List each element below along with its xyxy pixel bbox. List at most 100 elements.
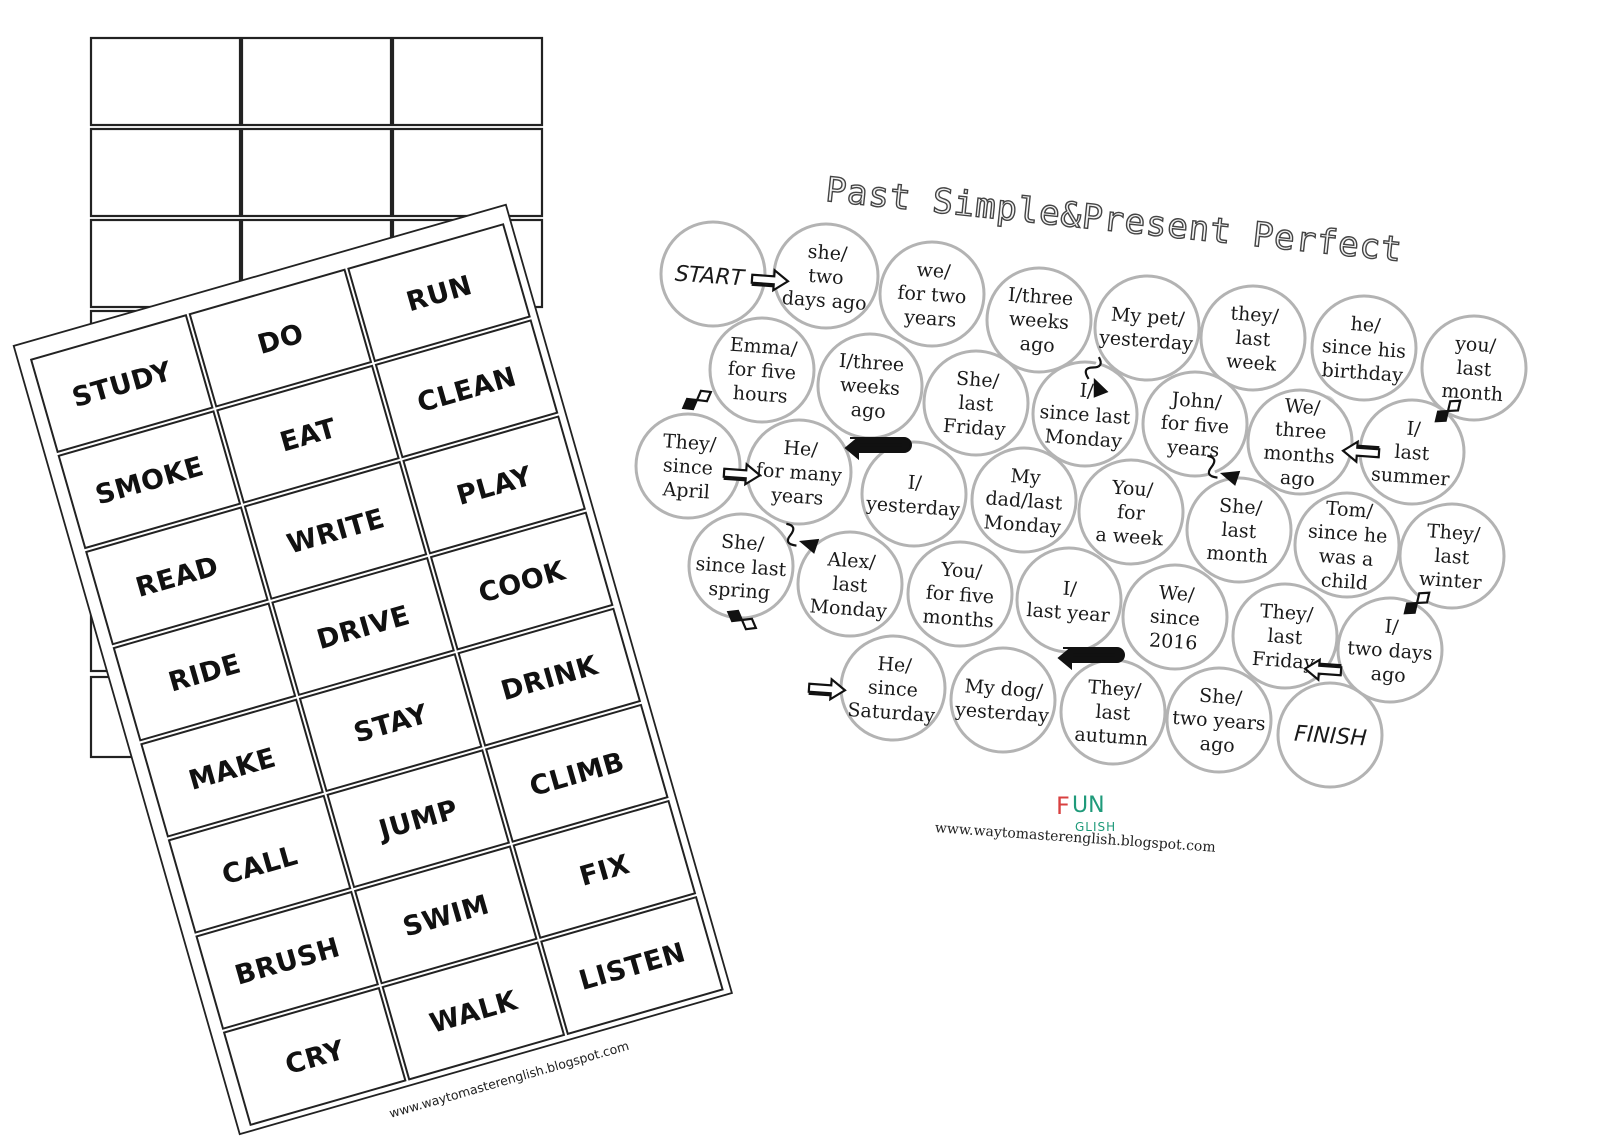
board-space-circle	[1293, 491, 1401, 599]
board-space-line: two	[808, 265, 845, 289]
logo-letter-f: F	[1056, 792, 1070, 820]
board-space: I/yesterday	[860, 440, 968, 548]
finish-space: FINISH	[1276, 681, 1384, 789]
verb-card-frame	[195, 890, 380, 1030]
board-space-line: since	[1149, 605, 1200, 630]
board-space-line: I/three	[1007, 284, 1074, 311]
finish-circle	[1276, 681, 1384, 789]
squiggle-arrow-icon	[1084, 356, 1109, 398]
u-turn-arrow-icon	[844, 437, 912, 461]
board-space-line: They/	[1087, 676, 1142, 702]
board-space-line: for	[1116, 501, 1146, 525]
verb-card: CLEAN	[374, 319, 559, 459]
verb-card-frame	[353, 845, 538, 985]
board-space-line: My pet/	[1110, 303, 1186, 330]
verb-card-grid: STUDYDORUNSMOKEEATCLEANREADWRITEPLAYRIDE…	[29, 223, 724, 1127]
start-space: START	[659, 220, 767, 328]
board-space-line: He/	[783, 437, 819, 461]
verb-card: RUN	[347, 223, 531, 363]
squiggle-path	[1084, 356, 1102, 380]
squiggle-head	[798, 538, 820, 554]
board-space-line: They/	[1426, 520, 1481, 546]
board-space-circle	[1398, 502, 1506, 610]
board-space: My dog/yesterday	[949, 646, 1057, 754]
board-space-circle	[1141, 370, 1249, 478]
verb-card: SWIM	[353, 845, 538, 985]
board-space-line: child	[1320, 569, 1369, 594]
board-space-line: winter	[1418, 568, 1483, 594]
board-space-line: you/	[1453, 333, 1497, 358]
verb-card-frame	[167, 794, 352, 934]
board-space-line: last	[1095, 701, 1132, 725]
arrow-shape	[807, 677, 847, 702]
board-space-circle	[985, 266, 1093, 374]
board-space-circle	[1199, 284, 1307, 392]
logo-letters-un: UN	[1072, 793, 1105, 818]
board-space-line: ago	[1370, 663, 1406, 687]
verb-card-frame	[188, 268, 373, 408]
board-space-line: We/	[1158, 582, 1196, 606]
u-turn-shape	[1057, 647, 1125, 671]
board-space-line: months	[1263, 442, 1336, 469]
board-space-line: weeks	[839, 374, 900, 400]
arrow-shape	[722, 462, 762, 487]
verb-card-frame	[381, 941, 566, 1081]
board-game-sheet: Past Simple&Present Perfect STARTFINISHs…	[634, 169, 1528, 856]
board-space-line: last	[1267, 625, 1304, 649]
board-space-line: He/	[877, 653, 913, 677]
board-space-line: I/	[1079, 380, 1095, 403]
board-space-line: week	[1225, 350, 1277, 375]
board-space-line: She/	[1218, 495, 1263, 520]
arrow-shadow	[751, 283, 774, 288]
board-space-circle	[860, 440, 968, 548]
diamond-light	[1415, 591, 1431, 605]
verb-card: DRINK	[457, 607, 642, 747]
blank-card-grid-row-2	[89, 127, 544, 218]
verb-card-frame	[216, 364, 400, 504]
board-space-line: I/three	[838, 350, 905, 377]
board-space-line: Alex/	[826, 548, 877, 573]
verb-card: BRUSH	[195, 890, 380, 1030]
board-space-circle	[1310, 294, 1418, 402]
board-space-circle	[708, 316, 816, 424]
finish-label: FINISH	[1293, 722, 1367, 752]
diamond-arrow-icon	[1434, 399, 1462, 423]
board-space-line: was a	[1318, 545, 1374, 571]
board-space-line: we/	[916, 259, 952, 283]
blank-card	[240, 127, 393, 218]
board-space-line: 2016	[1148, 629, 1198, 654]
board-space-line: She/	[720, 531, 765, 556]
start-label: START	[674, 262, 746, 292]
board-space-circle	[1231, 582, 1339, 690]
board-space-line: dad/last	[985, 487, 1064, 514]
board-space-line: for five	[1160, 412, 1230, 439]
board-space-circle	[1165, 666, 1273, 774]
arrow-shape	[750, 268, 790, 293]
board-space-line: ago	[1019, 333, 1055, 357]
verb-card: READ	[85, 506, 269, 646]
verb-card: DO	[188, 268, 373, 408]
verb-card: WALK	[381, 941, 566, 1081]
board-space-circle	[634, 412, 742, 520]
arrow-shadow	[1357, 444, 1380, 449]
verb-card-frame	[271, 556, 455, 697]
diamond-light	[1446, 399, 1462, 413]
verb-card: CALL	[167, 794, 352, 934]
board-space-line: hours	[732, 382, 788, 408]
board-space-line: John/	[1169, 388, 1223, 414]
board-space-line: I/	[1406, 418, 1422, 441]
verb-card: EAT	[216, 364, 400, 504]
board-space-line: Monday	[1044, 425, 1123, 452]
board-space-line: last	[832, 573, 869, 597]
board-space-circle	[1246, 388, 1354, 496]
verb-card: SMOKE	[57, 410, 242, 550]
